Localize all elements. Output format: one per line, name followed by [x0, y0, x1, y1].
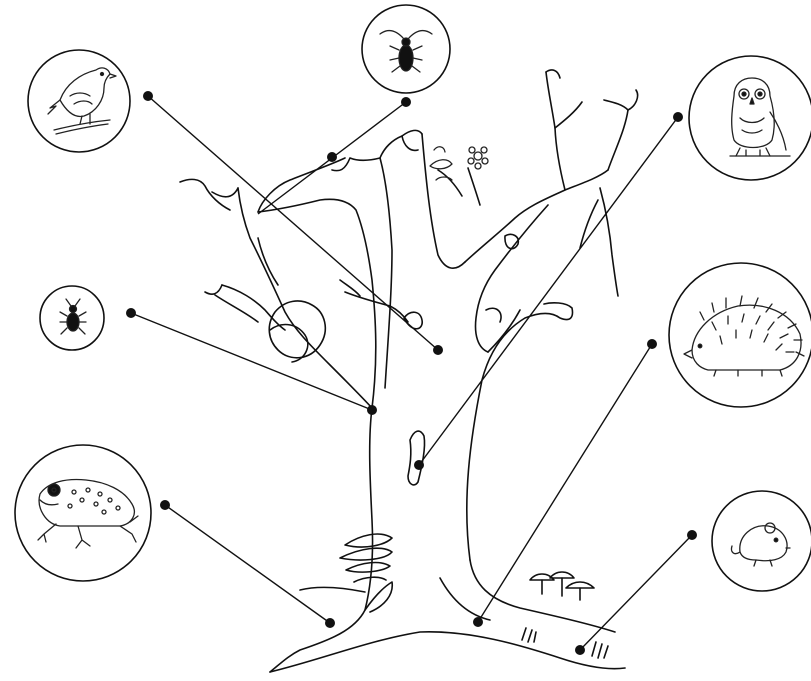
- leader-toad: [164, 504, 331, 624]
- leader-bird: [147, 95, 439, 351]
- dot-mouse-end: [575, 645, 585, 655]
- beetle-badge: [361, 4, 451, 94]
- bird-icon: [47, 67, 117, 135]
- beetle-icon: [379, 29, 433, 73]
- dot-beetle-start: [401, 97, 411, 107]
- dot-beetle-end: [327, 152, 337, 162]
- small-beetle-badge: [39, 285, 105, 351]
- mouse-badge: [711, 490, 811, 592]
- toad-badge: [14, 444, 152, 582]
- small-beetle-icon: [59, 298, 87, 335]
- hedgehog-icon: [683, 295, 805, 377]
- dot-owl-end: [414, 460, 424, 470]
- leader-lines: [126, 91, 697, 655]
- bird-badge: [27, 49, 131, 153]
- dot-owl-start: [673, 112, 683, 122]
- flower-icon: [467, 146, 489, 170]
- hedgehog-badge: [668, 262, 811, 408]
- dot-hedgehog-end: [473, 617, 483, 627]
- owl-badge: [688, 55, 811, 181]
- owl-icon: [729, 77, 791, 157]
- leader-mouse: [579, 534, 693, 651]
- dot-mouse-start: [687, 530, 697, 540]
- leader-hedgehog: [477, 343, 653, 623]
- leader-owl: [418, 116, 679, 466]
- dot-hedgehog-start: [647, 339, 657, 349]
- dot-small-beetle-start: [126, 308, 136, 318]
- leaf-sprig-icon: [429, 146, 453, 181]
- mouse-icon: [730, 522, 791, 567]
- dot-bird-start: [143, 91, 153, 101]
- leader-small-beetle: [130, 312, 373, 411]
- dead-tree-outline: [179, 69, 639, 673]
- dot-toad-start: [160, 500, 170, 510]
- dot-toad-end: [325, 618, 335, 628]
- toad-icon: [37, 478, 139, 549]
- dot-small-beetle-end: [367, 405, 377, 415]
- dot-bird-end: [433, 345, 443, 355]
